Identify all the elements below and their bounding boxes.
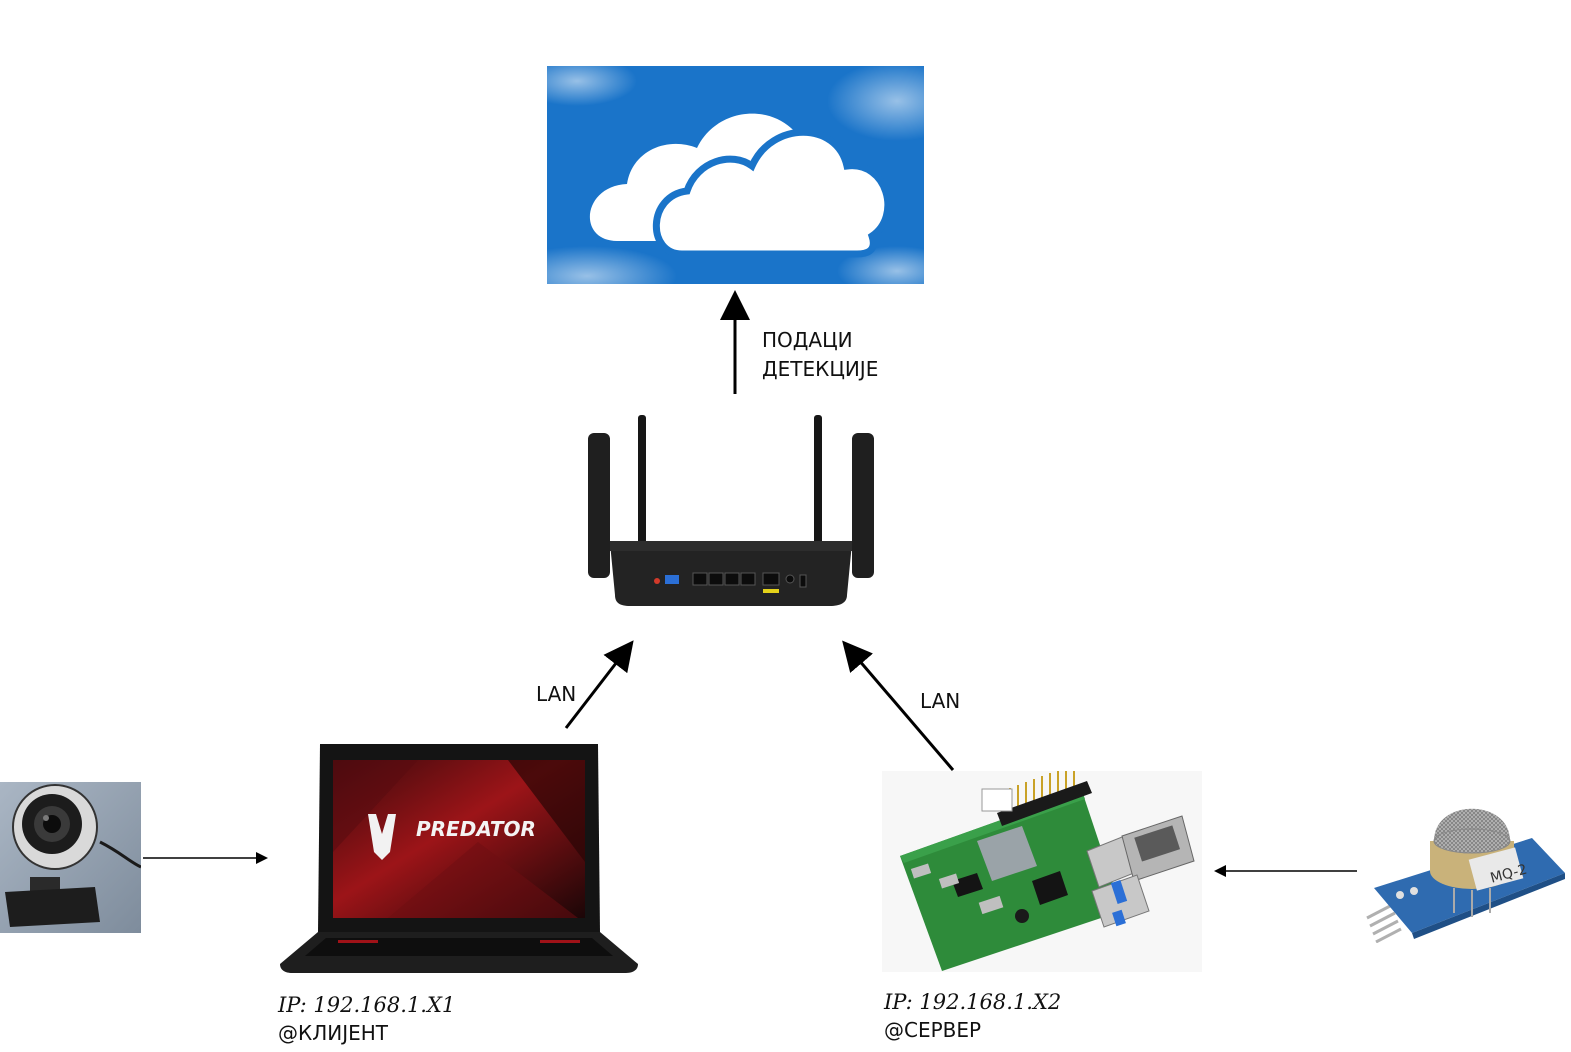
laptop-icon: PREDATOR	[280, 744, 638, 973]
raspberry-pi-icon	[882, 771, 1202, 972]
raspberry-pi-image	[882, 771, 1202, 972]
router-image	[585, 413, 877, 608]
server-role: @СЕРВЕР	[884, 1018, 982, 1042]
server-ip: IP: 192.168.1.X2	[884, 990, 1062, 1014]
laptop-image: PREDATOR	[278, 742, 640, 974]
client-role: @КЛИЈЕНТ	[278, 1021, 388, 1045]
client-lan-label: LAN	[536, 682, 577, 706]
uplink-label-line1: ПОДАЦИ	[762, 328, 853, 352]
server-lan-arrow	[842, 640, 955, 771]
cloud-icon	[547, 66, 924, 284]
cloud-image	[547, 66, 924, 284]
laptop-screen-brand: PREDATOR	[416, 817, 536, 841]
server-lan-label: LAN	[920, 689, 961, 713]
webcam-image	[0, 782, 141, 933]
client-lan-arrow	[564, 640, 634, 729]
uplink-label-line2: ДЕТЕКЦИЈЕ	[762, 357, 879, 381]
router-icon	[588, 415, 874, 606]
webcam-icon	[0, 782, 141, 933]
gas-sensor-image: MQ-2	[1362, 793, 1567, 943]
client-ip: IP: 192.168.1.X1	[278, 993, 456, 1017]
uplink-label: ПОДАЦИ ДЕТЕКЦИЈЕ	[762, 326, 878, 384]
gas-sensor-icon: MQ-2	[1366, 808, 1565, 943]
